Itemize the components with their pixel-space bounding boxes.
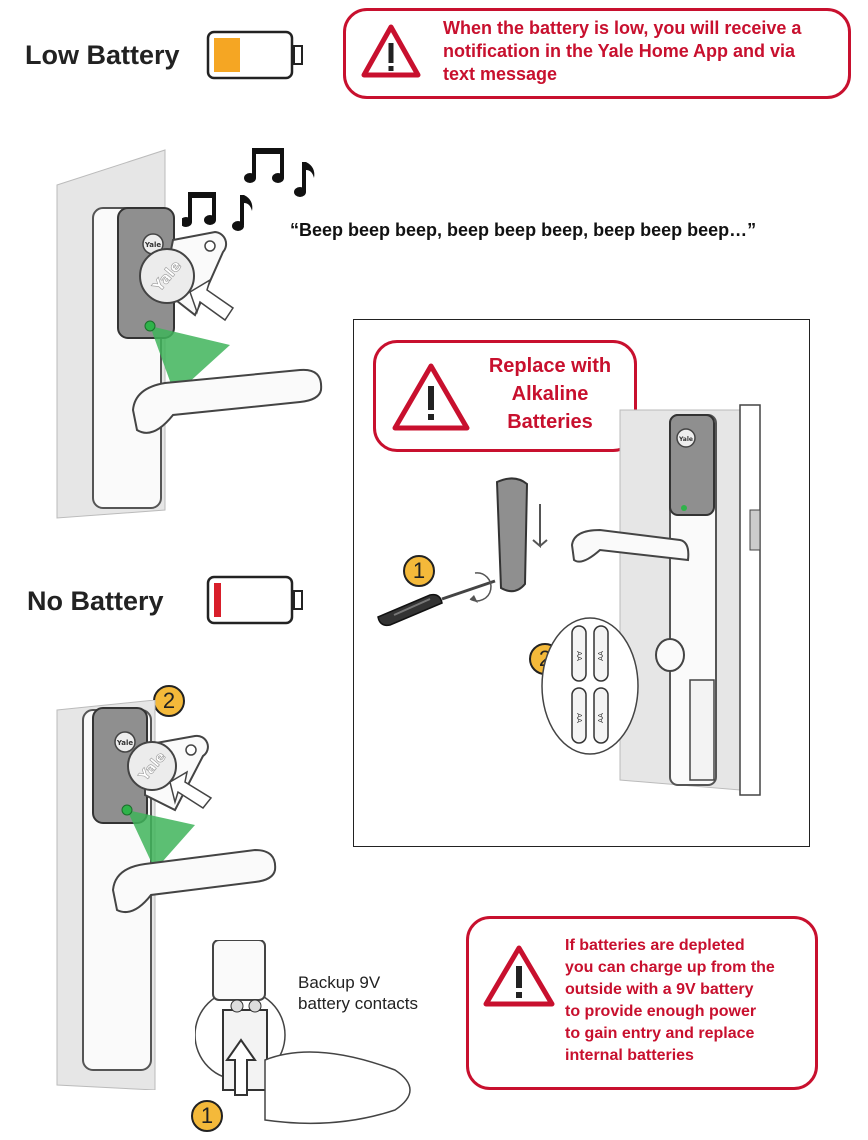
replace-batteries-panel [353,319,810,847]
low-battery-heading: Low Battery [25,40,180,70]
svg-text:Yale: Yale [116,739,134,747]
music-notes-icon [182,140,322,240]
warning-triangle-icon [390,360,472,436]
depleted-alert-line3: outside with a 9V battery [565,981,754,998]
depleted-alert-line4: to provide enough power [565,1003,757,1020]
svg-text:AA: AA [575,651,583,661]
9v-battery-contact-illustration [195,940,445,1140]
warning-triangle-icon [481,942,557,1012]
low-battery-fill [214,38,240,72]
depleted-alert-line2: you can charge up from the [565,959,775,976]
svg-text:Yale: Yale [678,436,693,443]
screwdriver-icon [370,565,510,635]
step-2-badge-lock: 2 [153,685,185,717]
backup-label-line1: Backup 9V [298,973,381,992]
aa-batteries-illustration: AA AA AA AA [540,616,640,756]
lock-illustration-low-battery: Yale Yale [55,140,335,520]
depleted-alert-line1: If batteries are depleted [565,937,745,954]
replace-alert-line1: Replace with [488,355,612,377]
battery-cover-illustration [485,474,560,599]
svg-text:AA: AA [597,713,605,723]
svg-text:AA: AA [575,713,583,723]
replace-alert: Replace with Alkaline Batteries [373,340,637,452]
depleted-alert: If batteries are depleted you can charge… [466,916,818,1090]
step-1-badge-lock: 1 [191,1100,223,1132]
depleted-alert-line6: internal batteries [565,1047,694,1064]
no-battery-heading: No Battery [27,586,164,616]
warning-triangle-icon [360,21,422,83]
no-battery-fill [214,583,221,617]
depleted-alert-line5: to gain entry and replace [565,1025,755,1042]
lock-illustration-no-battery: Yale Yale [55,700,295,1090]
backup-label-line2: battery contacts [298,994,419,1013]
lock-brand-logo: Yale [144,241,162,249]
low-battery-icon [206,30,306,82]
replace-alert-line2: Alkaline [511,383,589,405]
lock-replace-illustration: Yale [560,400,800,800]
replace-alert-line3: Batteries [507,411,593,433]
no-battery-icon [206,575,306,627]
svg-text:AA: AA [597,651,605,661]
low-battery-alert-text: When the battery is low, you will receiv… [443,18,802,84]
low-battery-alert: When the battery is low, you will receiv… [343,8,851,99]
step-1-badge-panel: 1 [403,555,435,587]
beep-text: “Beep beep beep, beep beep beep, beep be… [290,220,757,240]
